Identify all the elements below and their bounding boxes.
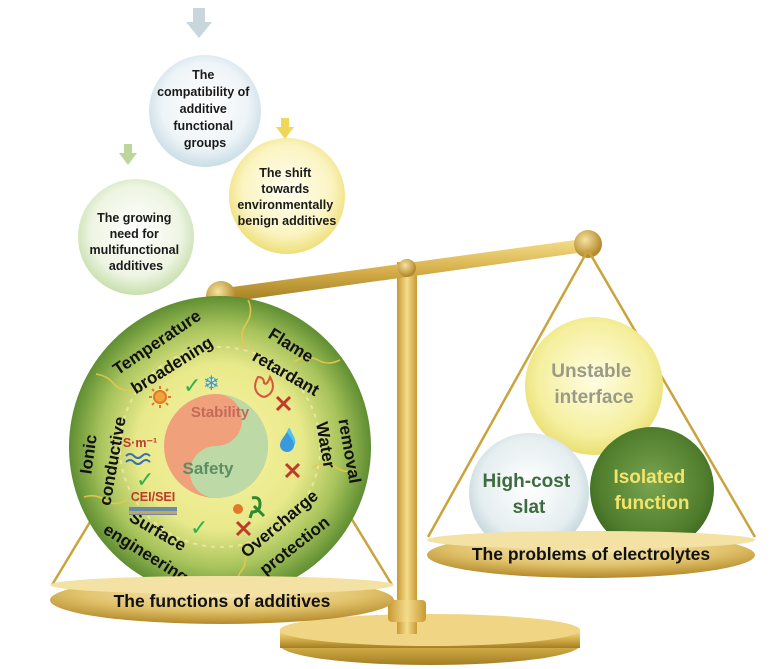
problem-isolated-line: function (615, 493, 690, 514)
water-drop-shape (280, 432, 294, 452)
bubble-left-line: The growing (97, 211, 171, 225)
bubble-top-line: additive (180, 102, 227, 116)
center-safety-label: Safety (182, 459, 234, 478)
right-pan: The problems of electrolytes (427, 531, 755, 578)
bubble-multifunctional: The growing need for multifunctional add… (78, 179, 194, 295)
problem-high-cost: High-cost slat (469, 433, 589, 553)
bubble-left-line: need for (110, 227, 159, 241)
snowflake-icon: ❄ (203, 371, 220, 395)
bubble-right-line: towards (261, 182, 309, 196)
problem-highcost-line: slat (513, 497, 546, 518)
bubble-left-line: additives (109, 259, 163, 273)
check-icon: ✓ (136, 468, 154, 493)
flame-icon (254, 374, 274, 399)
problem-unstable-line: Unstable (551, 361, 631, 382)
scale-stand (206, 230, 602, 665)
arrow-right-icon (276, 118, 294, 139)
svg-text:Unstable interface: Unstable interface (551, 361, 637, 408)
cross-icon (284, 462, 301, 479)
bubble-top-line: The (192, 68, 214, 82)
bubble-left-line: multifunctional (89, 243, 179, 257)
check-icon: ✓ (190, 516, 208, 541)
bubble-right-line: environmentally (237, 198, 333, 212)
svg-text:The growing need for: The growing need for multifunctional add… (89, 211, 182, 273)
bubble-top-line: groups (184, 136, 226, 150)
left-pan: The functions of additives (50, 576, 394, 624)
sun-icon (149, 386, 171, 408)
problem-isolated-line: Isolated (613, 467, 685, 488)
right-pan-label: The problems of electrolytes (472, 544, 711, 564)
cross-icon (235, 520, 252, 537)
svg-text:High-cost slat: High-cost slat (483, 471, 576, 518)
center-yin-yang (164, 394, 268, 498)
center-stability-label: Stability (191, 404, 250, 421)
bubble-environment: The shift towards environmentally benign… (229, 138, 345, 254)
conductivity-unit-label: S·m⁻¹ (123, 436, 157, 450)
cross-icon (275, 395, 292, 412)
right-pan-strings (426, 249, 757, 538)
check-icon: ✓ (183, 374, 201, 399)
bubble-right-line: benign additives (238, 214, 337, 228)
svg-text:The shift towards: The shift towards environmentally benign… (237, 166, 336, 228)
problem-unstable-interface: Unstable interface (525, 317, 663, 455)
svg-text:Isolated function: Isolated function (613, 467, 690, 514)
arrow-top-icon (186, 8, 212, 38)
overcharge-icon (233, 496, 266, 519)
problem-isolated-function: Isolated function (590, 427, 714, 551)
problem-unstable-line: interface (554, 387, 633, 408)
bubble-right-line: The shift (259, 166, 312, 180)
bubble-top-line: compatibility of (157, 85, 250, 99)
left-pan-label: The functions of additives (114, 591, 331, 611)
problem-highcost-line: High-cost (483, 471, 571, 492)
cei-sei-label: CEI/SEI (131, 490, 175, 504)
wave-icon (125, 453, 151, 465)
arrow-left-icon (119, 144, 137, 165)
bubble-compatibility: The compatibility of additive functional… (149, 55, 261, 167)
bubble-top-line: functional (173, 119, 233, 133)
svg-text:The compatibility of: The compatibility of additive functional… (157, 68, 253, 150)
